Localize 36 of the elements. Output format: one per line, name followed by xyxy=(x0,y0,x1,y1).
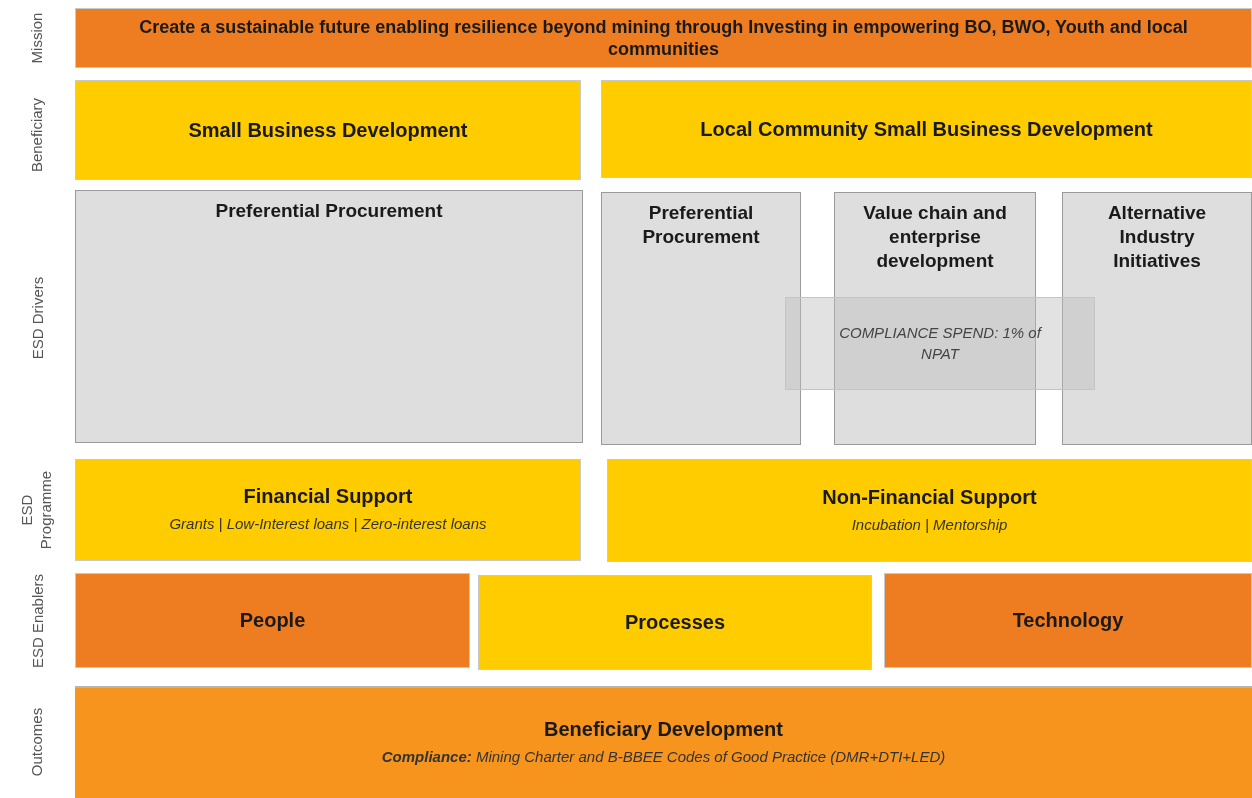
box-title: Value chain and enterprise development xyxy=(862,201,1008,273)
box-subtitle: Grants | Low-Interest loans | Zero-interest loans xyxy=(169,514,487,535)
compliance-note: COMPLIANCE SPEND: 1% of NPAT xyxy=(838,322,1043,364)
driver-box xyxy=(75,190,583,443)
row-label: Mission xyxy=(27,12,46,64)
beneficiary-box xyxy=(601,80,1252,178)
box-title: Processes xyxy=(624,610,726,635)
row-label: Beneficiary xyxy=(27,97,46,173)
outcome-box xyxy=(75,686,1252,798)
box-title: Local Community Small Business Development xyxy=(700,116,1153,142)
box-title: Create a sustainable future enabling resilience beyond mining through Investing in empowering BO, BWO, Youth and local communities xyxy=(138,15,1189,61)
box-title: Alternative Industry Initiatives xyxy=(1106,201,1208,273)
box-title: Beneficiary Development xyxy=(544,717,783,743)
box-subtitle: Incubation | Mentorship xyxy=(851,514,1008,535)
row-label: ESD Programme xyxy=(18,469,55,552)
box-title: Preferential Procurement xyxy=(641,201,761,249)
compliance-overlay xyxy=(785,297,1095,390)
box-subtitle: Compliance: Mining Charter and B-BBEE Codes of Good Practice (DMR+DTI+LED) xyxy=(381,747,946,768)
enabler-box xyxy=(884,573,1252,668)
box-title: Technology xyxy=(1012,608,1124,633)
row-label: Outcomes xyxy=(27,707,46,777)
enabler-box xyxy=(75,573,470,668)
box-title: Preferential Procurement xyxy=(214,199,444,223)
box-title: Financial Support xyxy=(243,484,413,510)
row-label: ESD Drivers xyxy=(27,276,46,359)
driver-box xyxy=(1062,192,1252,445)
row-label: ESD Enablers xyxy=(27,573,46,668)
box-title: Non-Financial Support xyxy=(822,484,1037,510)
box-title: Small Business Development xyxy=(188,117,468,143)
programme-box xyxy=(75,459,581,561)
programme-box xyxy=(607,459,1252,562)
box-title: People xyxy=(239,608,306,633)
driver-box xyxy=(601,192,801,445)
mission-banner xyxy=(75,8,1252,68)
enabler-box xyxy=(478,575,872,670)
beneficiary-box xyxy=(75,80,581,180)
